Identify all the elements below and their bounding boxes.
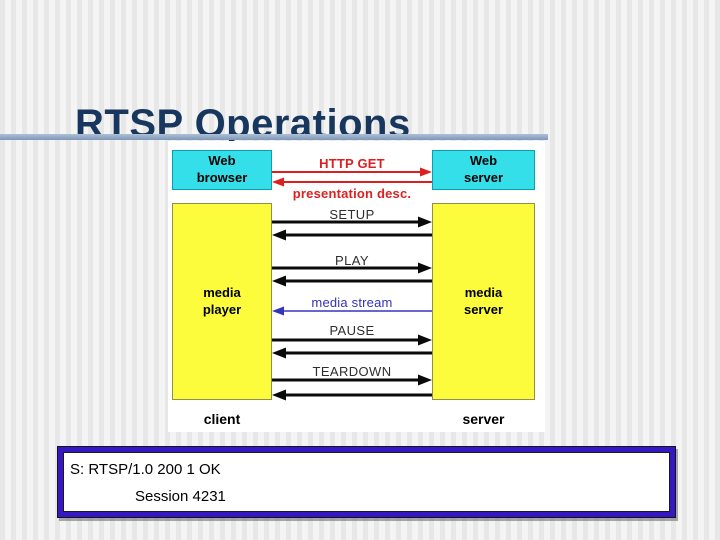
http-get-arrow: [272, 167, 432, 177]
teardown-response-arrow: [272, 389, 432, 401]
presentation-desc-arrow: [272, 177, 432, 187]
web-browser-box: Web browser: [172, 150, 272, 190]
media-stream-label: media stream: [311, 295, 393, 310]
play-request-arrow: [272, 262, 432, 274]
http-get-label: HTTP GET: [319, 156, 385, 171]
teardown-label: TEARDOWN: [312, 364, 392, 379]
server-label: server: [462, 411, 505, 427]
setup-request-arrow: [272, 216, 432, 228]
client-label: client: [203, 411, 241, 427]
message-arrows: [272, 167, 432, 401]
media-stream-arrow: [272, 306, 432, 316]
pause-request-arrow: [272, 334, 432, 346]
web-server-box: Web server: [432, 150, 535, 190]
media-player-label: media player: [202, 284, 242, 317]
web-server-label: Web server: [463, 153, 504, 185]
rtsp-response-box: S: RTSP/1.0 200 1 OK Session 4231: [57, 446, 676, 518]
rtsp-response-status-line: S: RTSP/1.0 200 1 OK: [70, 461, 221, 478]
media-player-box: media player: [172, 203, 272, 400]
rtsp-response-session-line: Session 4231: [135, 488, 226, 505]
media-server-label: media server: [463, 284, 504, 317]
title-divider-rule: [0, 134, 548, 140]
rtsp-sequence-diagram: Web browser Web server media player medi…: [168, 141, 545, 432]
setup-label: SETUP: [329, 207, 375, 222]
presentation-desc-label: presentation desc.: [292, 186, 412, 201]
play-label: PLAY: [335, 253, 369, 268]
web-browser-label: Web browser: [196, 153, 248, 185]
pause-label: PAUSE: [329, 323, 375, 338]
teardown-request-arrow: [272, 374, 432, 386]
pause-response-arrow: [272, 347, 432, 359]
media-server-box: media server: [432, 203, 535, 400]
setup-response-arrow: [272, 229, 432, 241]
play-response-arrow: [272, 275, 432, 287]
